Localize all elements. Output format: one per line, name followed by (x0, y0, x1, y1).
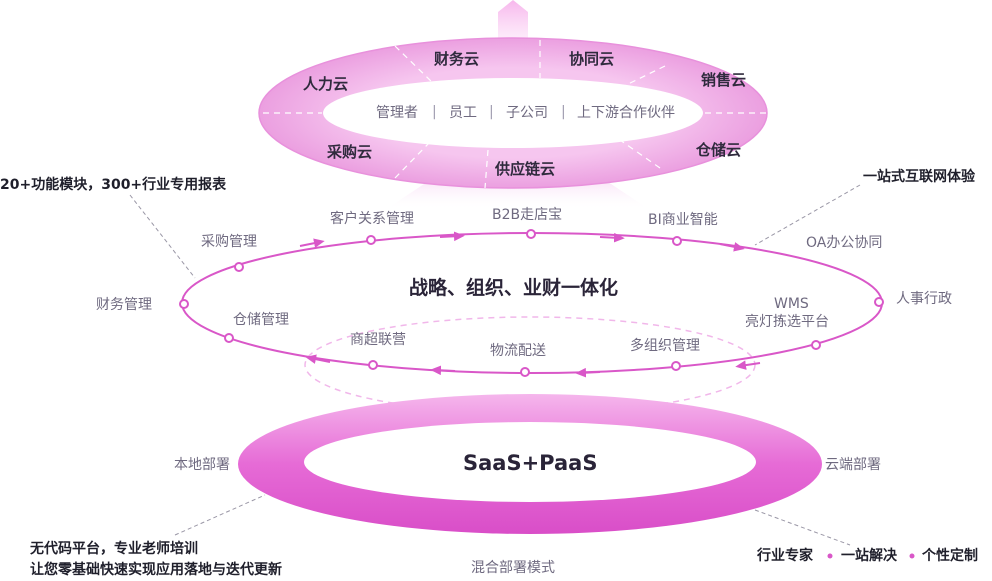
bottom-ring (238, 394, 822, 534)
module-logistics: 物流配送 (490, 343, 546, 359)
separator-dots (827, 553, 915, 559)
cloud-supply-chain: 供应链云 (495, 160, 556, 178)
cloud-storage: 仓储云 (696, 141, 742, 159)
role-manager: 管理者 (376, 105, 418, 121)
module-crm: 客户关系管理 (330, 211, 414, 227)
ring-direction-arrows (299, 231, 761, 378)
middle-ring-title: 战略、组织、业财一体化 (409, 277, 619, 299)
callout-expert: 行业专家 (757, 548, 813, 564)
upward-arrow (498, 0, 528, 45)
module-b2b: B2B走店宝 (492, 207, 563, 223)
role-separator: | (561, 104, 566, 120)
dashed-inner-ring (304, 316, 756, 414)
module-purchase-mgmt: 采购管理 (201, 234, 257, 250)
module-retail: 商超联营 (350, 332, 406, 348)
cloud-finance: 财务云 (434, 50, 480, 68)
module-dots (179, 229, 884, 377)
callout-custom: 个性定制 (922, 548, 978, 564)
role-subsidiary: 子公司 (506, 105, 548, 121)
deploy-cloud: 云端部署 (825, 457, 881, 473)
module-finance-mgmt: 财务管理 (96, 297, 152, 313)
callout-leaders (129, 184, 861, 546)
module-oa: OA办公协同 (806, 235, 883, 251)
deploy-local: 本地部署 (174, 457, 230, 473)
role-partners: 上下游合作伙伴 (577, 105, 675, 121)
cloud-sales: 销售云 (701, 71, 747, 89)
cloud-collab: 协同云 (569, 50, 615, 68)
module-hr-admin: 人事行政 (896, 291, 952, 307)
deploy-hybrid: 混合部署模式 (471, 560, 555, 576)
top-ring (258, 37, 768, 189)
callout-modules: 20+功能模块，300+行业专用报表 (0, 177, 227, 193)
module-bi: BI商业智能 (648, 212, 718, 228)
bottom-ring-title: SaaS+PaaS (463, 451, 598, 475)
callout-nocode-line2: 让您零基础快速实现应用落地与迭代更新 (30, 562, 282, 578)
callout-onestop: 一站解决 (841, 548, 897, 564)
module-multi-org: 多组织管理 (630, 338, 700, 354)
cloud-purchase: 采购云 (327, 143, 373, 161)
callout-nocode-line1: 无代码平台，专业老师培训 (30, 541, 198, 557)
cloud-hr: 人力云 (303, 75, 349, 93)
module-light-picking: 亮灯拣选平台 (745, 314, 829, 330)
role-employee: 员工 (449, 105, 477, 121)
role-separator: | (489, 104, 494, 120)
module-storage-mgmt: 仓储管理 (233, 312, 289, 328)
module-wms: WMS (774, 296, 809, 312)
callout-internet: 一站式互联网体验 (863, 169, 975, 185)
role-separator: | (432, 104, 437, 120)
